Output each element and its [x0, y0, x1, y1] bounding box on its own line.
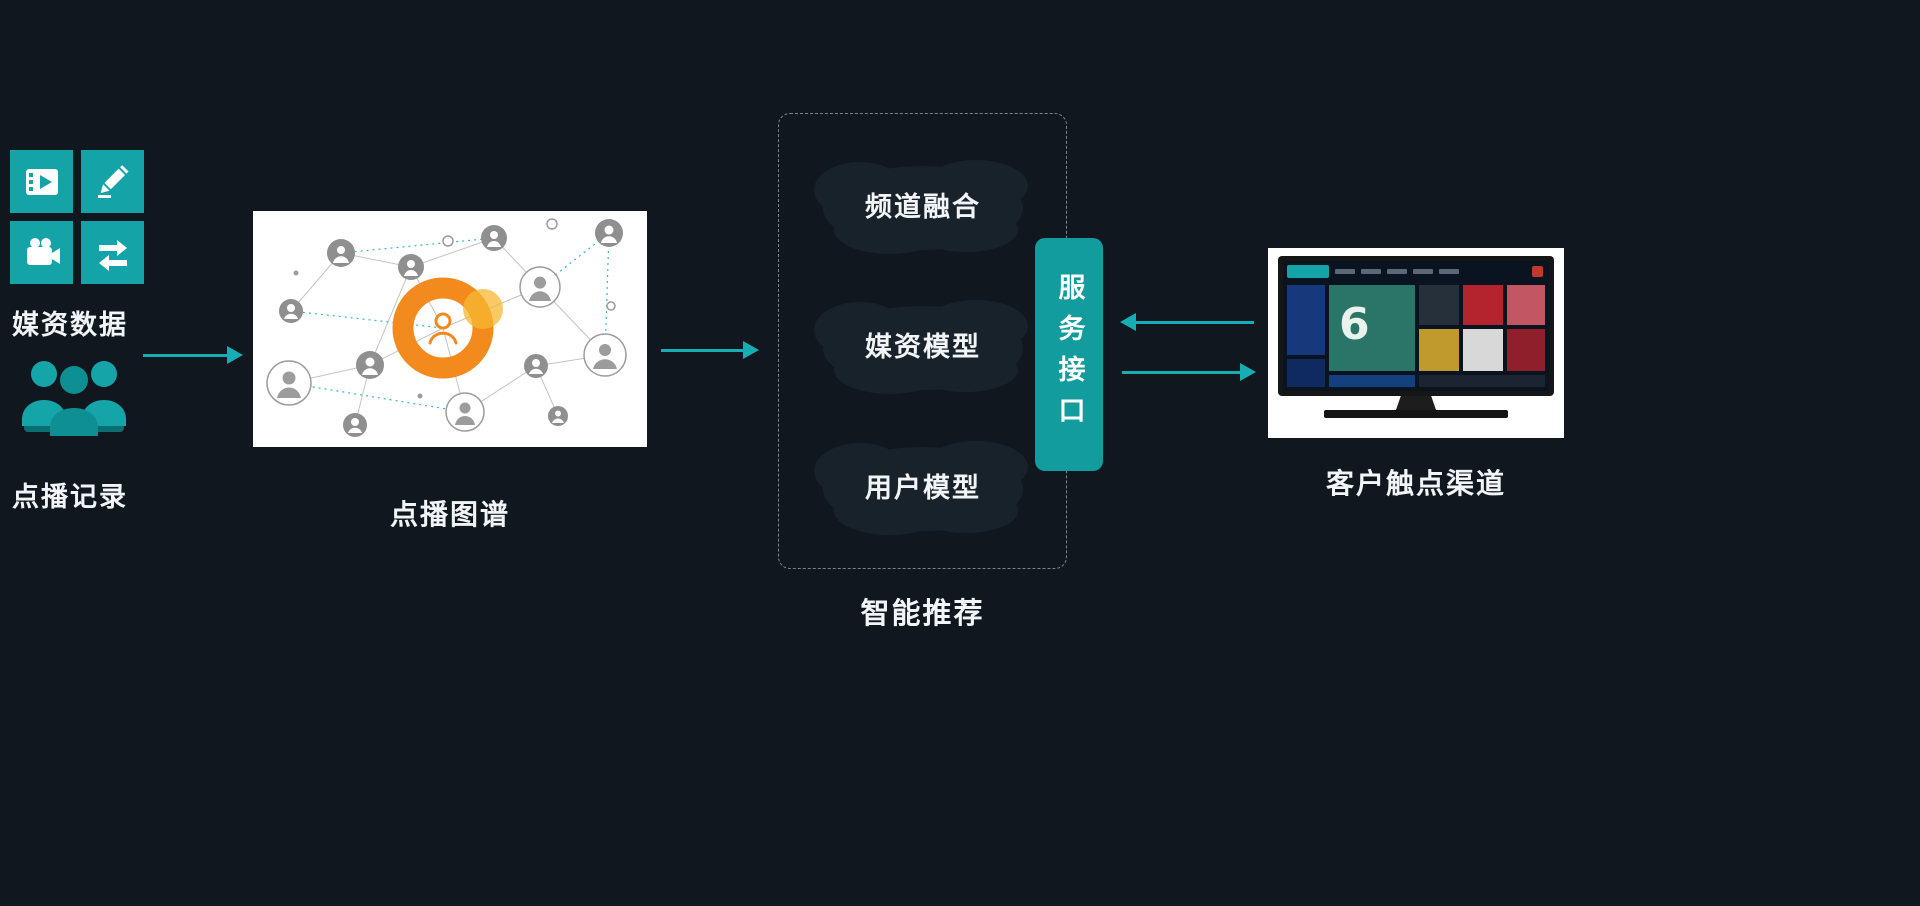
- cloud-media-model: 媒资模型: [798, 288, 1048, 400]
- tv-poster-tile: [1507, 329, 1545, 371]
- tv-nav-highlight: [1287, 265, 1329, 278]
- arrow-head-icon: [1120, 313, 1136, 331]
- edit-pencil-icon: [97, 164, 129, 198]
- tv-bezel: 6: [1278, 256, 1554, 396]
- cloud-shape-icon: [814, 441, 1028, 535]
- vod-graph-label: 点播图谱: [389, 498, 510, 531]
- tv-poster-tile: [1463, 285, 1503, 325]
- vod-records-label: 点播记录: [12, 482, 128, 513]
- tv-poster-tile: [1419, 375, 1545, 387]
- arrow-head-icon: [743, 341, 759, 359]
- tv-poster-tile: [1419, 329, 1459, 371]
- tv-nav-badge: [1532, 266, 1543, 277]
- video-clip-icon: [25, 168, 58, 195]
- cloud-user-model: 用户模型: [798, 429, 1048, 541]
- arrow-line: [1122, 371, 1240, 374]
- arrow-head-icon: [1240, 363, 1256, 381]
- arrow-head-icon: [227, 346, 243, 364]
- service-interface-box: 服务接口: [1035, 238, 1103, 471]
- cloud-label: 频道融合: [865, 191, 981, 223]
- tv-poster-number: 6: [1339, 299, 1370, 350]
- tv-nav-item: [1361, 269, 1381, 274]
- cloud-label: 媒资模型: [865, 331, 981, 363]
- arrow-line: [1136, 321, 1254, 324]
- tv-poster-tile: [1287, 285, 1325, 355]
- transfer-arrows-tile: [81, 221, 144, 284]
- cloud-label: 用户模型: [865, 472, 981, 504]
- service-interface-label: 服务接口: [1053, 272, 1085, 437]
- edit-pencil-tile: [81, 150, 144, 213]
- tv-poster-tile-large: 6: [1329, 285, 1415, 371]
- tv-stand-neck: [1396, 396, 1436, 410]
- tv-poster-tile: [1463, 329, 1503, 371]
- tv-poster-tile: [1419, 285, 1459, 325]
- customer-channel-label: 客户触点渠道: [1325, 467, 1506, 500]
- network-graph-image: [266, 218, 627, 437]
- tv-poster-tile: [1329, 375, 1415, 387]
- media-data-label: 媒资数据: [12, 310, 128, 341]
- tv-screen: 6: [1283, 261, 1549, 391]
- cloud-shape-icon: [814, 160, 1028, 254]
- tv-stand-base: [1324, 410, 1508, 418]
- tv-nav-item: [1335, 269, 1355, 274]
- recommendation-label: 智能推荐: [860, 596, 985, 630]
- vod-graph-panel: [253, 211, 647, 447]
- arrow-line: [143, 354, 227, 357]
- video-camera-icon: [26, 237, 60, 265]
- video-camera-tile: [10, 221, 73, 284]
- tv-poster-tile: [1287, 359, 1325, 387]
- tv-poster-tile: [1507, 285, 1545, 325]
- audience-icon: [12, 356, 136, 444]
- arrow-line: [661, 349, 743, 352]
- tv-nav-item: [1387, 269, 1407, 274]
- cloud-shape-icon: [814, 300, 1028, 394]
- cloud-channel-fusion: 频道融合: [798, 148, 1048, 260]
- tv-image: 6: [1268, 248, 1564, 438]
- video-clip-tile: [10, 150, 73, 213]
- tv-nav-item: [1413, 269, 1433, 274]
- transfer-arrows-icon: [98, 239, 127, 271]
- tv-nav-item: [1439, 269, 1459, 274]
